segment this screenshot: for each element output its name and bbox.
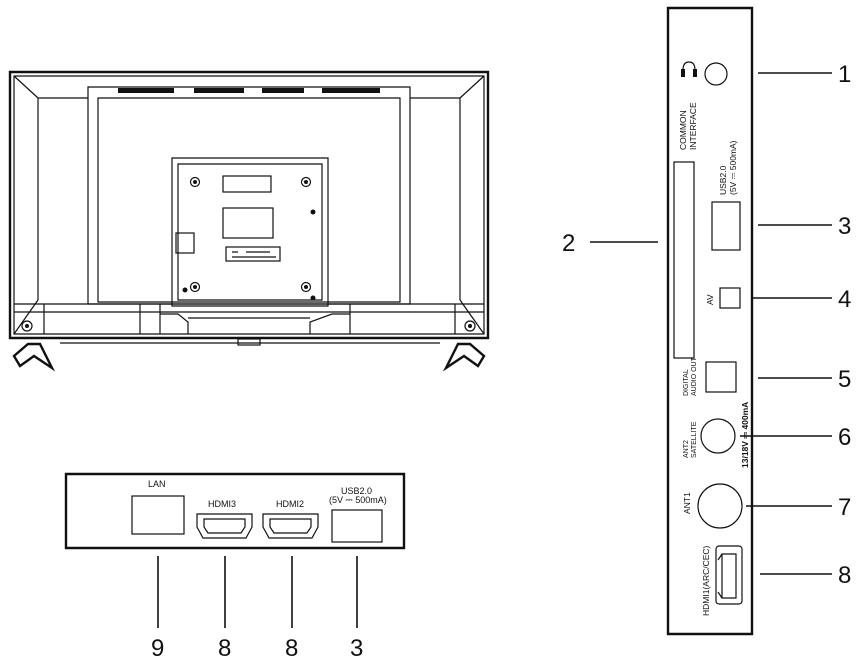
- side-connector-panel: COMMON INTERFACE USB2.0 (5V ⎓ 500mA) AV …: [666, 6, 754, 636]
- bottom-callouts: 9 8 8 3: [151, 556, 363, 662]
- callout-9: 9: [151, 635, 164, 662]
- callout-7: 7: [838, 494, 851, 521]
- callout-8-hdmi3: 8: [218, 635, 231, 662]
- digital-audio-label-2: AUDIO OUT: [691, 356, 698, 396]
- hdmi2-label: HDMI2: [276, 499, 304, 509]
- usb-bottom-label-2: (5V ⎓ 500mA): [329, 495, 387, 505]
- ant2-satellite-port: [700, 418, 736, 454]
- digital-audio-out-port: [705, 361, 737, 393]
- hdmi1-label: HDMI1(ARC/CEC): [701, 545, 711, 616]
- wall-mount-plate: [171, 157, 329, 307]
- usb-port-side: [711, 201, 741, 251]
- callout-2: 2: [562, 230, 575, 257]
- av-port: [719, 287, 741, 309]
- callout-1: 1: [838, 61, 851, 88]
- headphone-icon: [681, 61, 697, 77]
- usb-side-label-2: (5V ⎓ 500mA): [728, 140, 738, 195]
- tv-back-cover: [87, 86, 411, 305]
- side-callouts: 1 2 3 4 5 6 7 8: [562, 61, 851, 589]
- vent-3: [262, 88, 304, 93]
- common-interface-label-1: COMMON: [678, 110, 688, 150]
- ant1-port: [697, 483, 743, 529]
- callout-4: 4: [838, 286, 851, 313]
- ant2-power-label: 13/18V ⎓ 400mA: [740, 402, 750, 468]
- hdmi3-label: HDMI3: [208, 499, 236, 509]
- av-label: AV: [705, 294, 715, 305]
- bottom-connector-panel: LAN HDMI3 HDMI2 USB2.0 (5V ⎓ 500mA): [64, 472, 406, 550]
- callout-3: 3: [838, 213, 851, 240]
- usb-bottom-label-1: USB2.0: [341, 486, 372, 496]
- ant2-label-1: ANT2: [683, 440, 690, 458]
- vent-4: [322, 88, 380, 93]
- tv-rear-view: [8, 70, 490, 372]
- callout-6: 6: [838, 424, 851, 451]
- tv-leg-right: [442, 342, 486, 372]
- tv-leg-left: [12, 342, 56, 372]
- usb-side-label-1: USB2.0: [718, 165, 728, 195]
- usb-port-bottom: [331, 509, 383, 543]
- headphone-jack: [704, 62, 728, 86]
- lan-label: LAN: [148, 479, 166, 489]
- callout-8: 8: [838, 562, 851, 589]
- vent-2: [194, 88, 244, 93]
- ant2-label-2: SATELLITE: [691, 421, 698, 458]
- callout-5: 5: [838, 366, 851, 393]
- common-interface-slot: [673, 161, 695, 359]
- ant1-label: ANT1: [682, 492, 692, 514]
- tv-outer-frame: [8, 70, 490, 340]
- hdmi1-port: [715, 545, 743, 605]
- hdmi2-port: [262, 513, 319, 539]
- hdmi3-port: [196, 513, 253, 539]
- callout-3-usb: 3: [350, 635, 363, 662]
- lan-port: [131, 495, 185, 535]
- digital-audio-label-1: DIGITAL: [683, 369, 690, 396]
- vent-1: [118, 88, 174, 93]
- callout-8-hdmi2: 8: [285, 635, 298, 662]
- common-interface-label-2: INTERFACE: [688, 102, 698, 150]
